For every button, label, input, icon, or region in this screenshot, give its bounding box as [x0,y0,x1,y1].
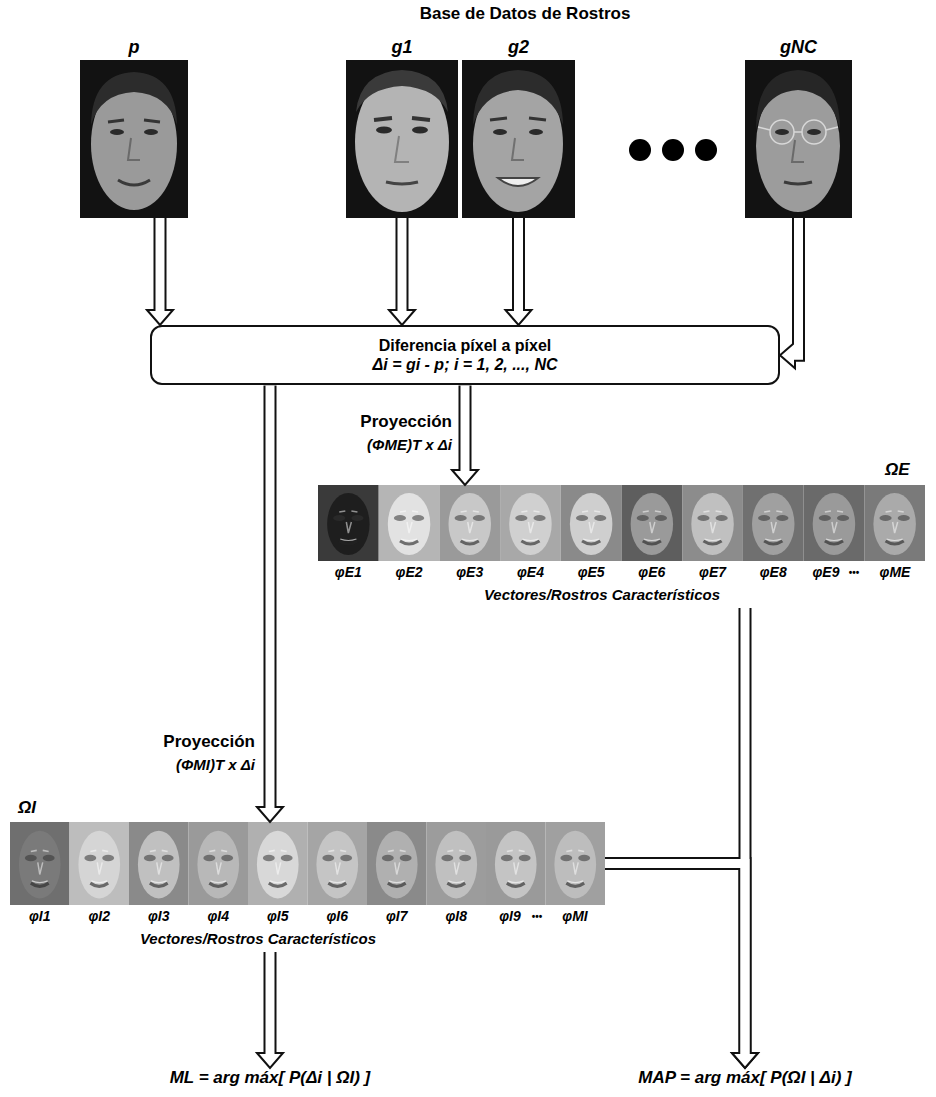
projection-panel: Proyección (ΦMI)T x Δi ΩI φI1 φI2 φI3 φI4 φI5 φI… [10,732,605,952]
hollow-arrow [605,864,745,1054]
eigenface-strip [10,822,605,905]
eigenvector-label: φE1 [335,564,362,581]
probe-face: p [80,60,188,218]
result-formula: ML = arg máx[ P(Δi | ΩI) ] [170,1068,371,1088]
projection-formula: (ΦMI)T x Δi [176,756,255,774]
arrow-head [452,470,478,485]
eigenvector-label: φE6 [638,564,665,581]
arrow-head [257,807,283,822]
gallery-face: g2 [462,60,575,218]
eigenvector-label: φE8 [760,564,787,581]
process-box: Diferencia píxel a píxelΔi = gi - p; i =… [150,325,780,385]
arrow-head [389,310,415,325]
ellipsis-dots [629,139,717,161]
box-formula: Δi = gi - p; i = 1, 2, ..., NC [162,355,768,374]
image-label: gNC [780,37,817,59]
hollow-arrow-fill [156,218,165,312]
formula: MAP = arg máx[ P(ΩI | Δi) ] [638,1068,852,1088]
result-formula: MAP = arg máx[ P(ΩI | Δi) ] [638,1068,852,1088]
arrow-head [257,1053,283,1068]
subspace-label: ΩE [885,460,910,480]
image-label: g1 [391,37,412,59]
projection-heading: Proyección [163,732,255,752]
eigenvector-label: φI5 [267,908,289,925]
gallery-face: gNC [745,60,852,218]
eigenvector-label: φI3 [148,908,170,925]
image-label: p [129,37,140,59]
box-title: Diferencia píxel a píxel [162,336,768,355]
eigenvector-label: φI8 [445,908,467,925]
arrow-head [506,310,532,325]
eigenvector-label: φI9 [499,908,521,925]
projection-heading: Proyección [360,412,452,432]
projection-panel: Proyección (ΦME)T x Δi ΩE φE1 φE2 φE3 φE4 φE5 φE… [318,412,925,608]
hollow-arrow-fill [398,218,407,312]
eigenvector-label: φE2 [396,564,423,581]
hollow-arrow-fill [266,385,275,808]
strip-caption: Vectores/Rostros Característicos [484,586,720,604]
eigenvector-label: φE7 [699,564,726,581]
eigenvector-label: φE4 [517,564,544,581]
arrow-head [780,342,795,368]
eigenvector-label: φI6 [326,908,348,925]
eigenface-strip [318,485,925,561]
arrow-head [147,310,173,325]
hollow-arrow-fill [794,218,799,355]
face-photo [80,60,188,218]
arrow-head [732,1053,758,1068]
eigenvector-label: φE3 [456,564,483,581]
image-label: g2 [508,37,529,59]
face-photo [346,60,458,218]
ellipsis: ••• [532,911,543,923]
hollow-arrow-fill [605,864,745,1055]
formula: ML = arg máx[ P(Δi | ΩI) ] [170,1068,371,1088]
eigenface-strip-frame [318,485,925,561]
eigenface-strip-frame [10,822,605,905]
subspace-label: ΩI [18,798,36,818]
strip-caption: Vectores/Rostros Característicos [140,930,376,948]
eigenvector-label: φI4 [207,908,229,925]
eigenvector-label: φME [880,564,911,581]
hollow-arrow-fill [461,385,470,471]
eigenvector-label: φI2 [88,908,110,925]
eigenvector-label: φI7 [386,908,408,925]
eigenvector-label: φE9 [813,564,840,581]
arrow-heads [147,310,795,1068]
eigenvector-label: φE5 [578,564,605,581]
gallery-face: g1 [346,60,458,218]
arrow-head [732,1053,758,1068]
hollow-arrow-fill [514,218,523,312]
eigenvector-label: φI1 [29,908,51,925]
eigenvector-label: φMI [562,908,587,925]
projection-formula: (ΦME)T x Δi [367,436,452,454]
face-photo [745,60,852,218]
hollow-arrow-fill [266,952,275,1055]
ellipsis: ••• [849,567,860,579]
face-photo [462,60,575,218]
database-heading: Base de Datos de Rostros [420,4,631,24]
